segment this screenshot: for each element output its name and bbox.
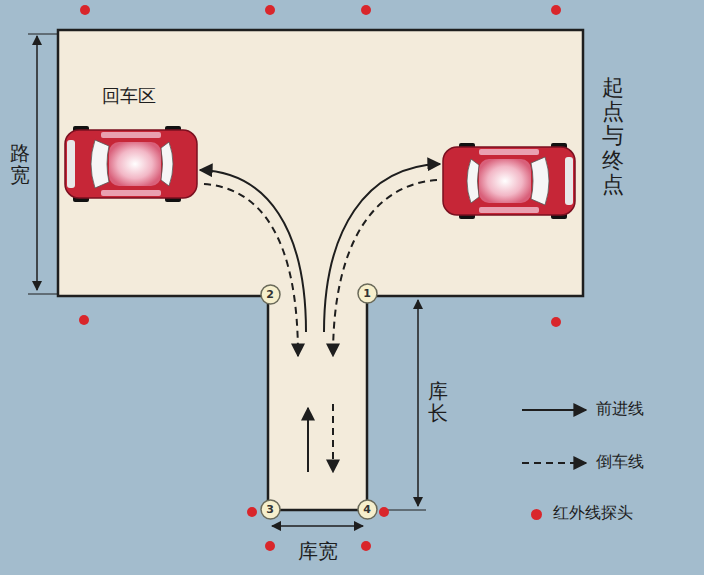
- corner-marker: 4: [357, 499, 378, 520]
- corner-marker: 1: [357, 283, 378, 304]
- area-label: 回车区: [102, 84, 156, 108]
- corner-circle-outline: [261, 285, 280, 304]
- corner-number: 4: [357, 499, 378, 520]
- legend-text: 红外线探头: [553, 503, 633, 524]
- corner-circle-outline: [261, 500, 280, 519]
- corner-circle-outline: [358, 500, 377, 519]
- corner-number: 2: [260, 284, 281, 305]
- corner-marker: 3: [260, 499, 281, 520]
- dimension-label: 路宽: [10, 142, 30, 186]
- corner-marker: 2: [260, 284, 281, 305]
- legend-swatch: [531, 509, 542, 520]
- position-label: 起点与终点: [602, 76, 624, 197]
- legend-text: 前进线: [596, 399, 644, 420]
- corner-number: 3: [260, 499, 281, 520]
- dimension-label: 库宽: [298, 538, 338, 565]
- corner-number: 1: [357, 283, 378, 304]
- legend-text: 倒车线: [596, 452, 644, 473]
- dimension-label: 库长: [428, 380, 448, 424]
- corner-circle-outline: [358, 284, 377, 303]
